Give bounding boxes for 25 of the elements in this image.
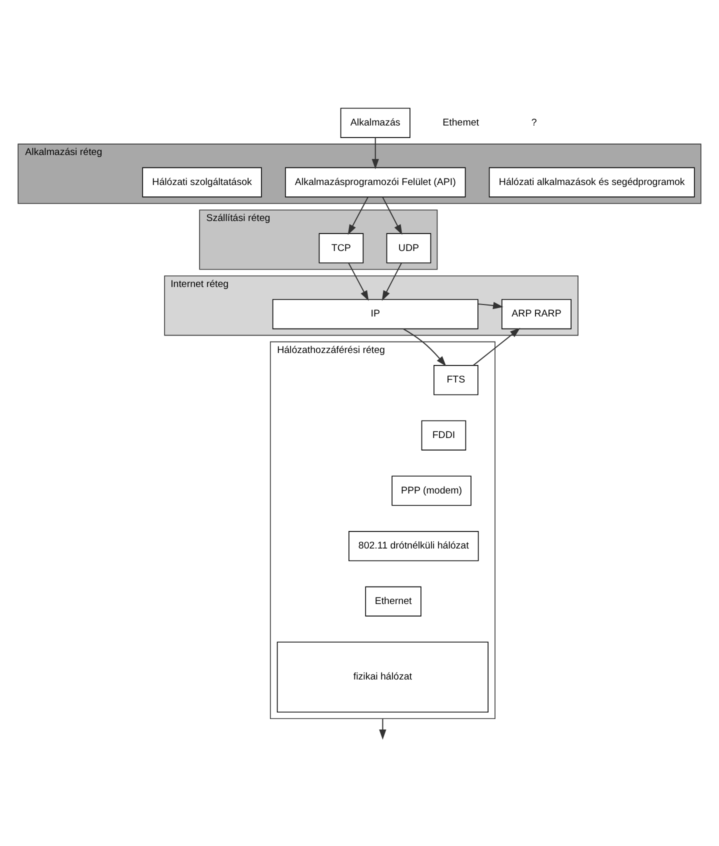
arrow bbox=[382, 196, 402, 234]
arrow bbox=[372, 137, 379, 169]
arrow bbox=[348, 196, 368, 234]
node-box: Alkalmazás bbox=[340, 107, 410, 138]
node-box: FDDI bbox=[421, 420, 466, 450]
label: ? bbox=[531, 116, 537, 128]
node-box: FTS bbox=[434, 364, 478, 395]
label: Ethemet bbox=[442, 116, 479, 128]
arrow bbox=[379, 718, 386, 740]
node-box: Alkalmazásprogramozói Felület (API) bbox=[285, 166, 466, 197]
arrow bbox=[478, 301, 504, 309]
node-box: 802.11 drótnélküli hálózat bbox=[348, 530, 479, 561]
node-box: ARP RARP bbox=[502, 298, 572, 329]
node-box: Hálózati szolgáltatások bbox=[142, 166, 262, 197]
node-box: fizikai hálózat bbox=[276, 641, 488, 712]
node-box: Ethernet bbox=[365, 586, 422, 616]
node-box: PPP (modem) bbox=[392, 475, 472, 506]
arrow bbox=[348, 262, 369, 300]
node-box: IP bbox=[272, 298, 478, 329]
arrow bbox=[473, 327, 520, 366]
node-box: TCP bbox=[318, 232, 364, 263]
node-box: Hálózati alkalmazások és segédprogramok bbox=[488, 166, 695, 197]
arrow bbox=[382, 262, 402, 300]
node-box: UDP bbox=[386, 232, 432, 263]
arrow bbox=[403, 328, 446, 366]
